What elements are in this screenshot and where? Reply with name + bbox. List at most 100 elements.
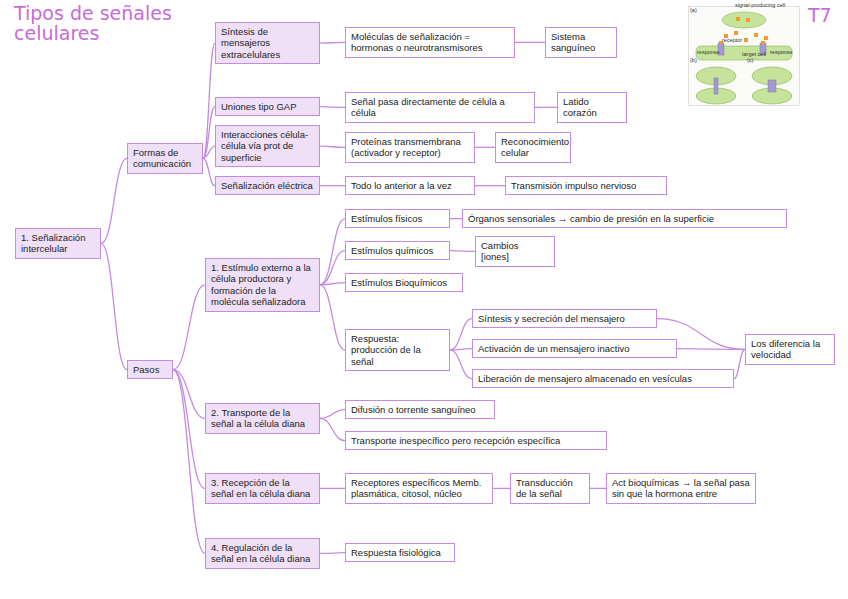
figure-label: (c) [747, 58, 753, 64]
branch-line [515, 42, 545, 43]
concept-box: Síntesis y secreción del mensajero [472, 309, 657, 328]
branch-box: Formas de comunicación [127, 143, 203, 174]
branch-line [493, 488, 510, 489]
branch-line [320, 283, 345, 285]
branch-box: 1. Estímulo externo a la célula producto… [205, 258, 320, 312]
branch-line [475, 185, 505, 186]
branch-line [450, 250, 475, 252]
diagram-title: Tipos de señales celulares [14, 4, 184, 44]
box-text: 2. Transporte de la señal a la célula di… [211, 407, 314, 430]
branch-line [203, 146, 215, 158]
box-text: Estímulos químicos [351, 245, 444, 256]
branch-line [320, 410, 345, 419]
concept-box: Estímulos Bioquímicos [345, 273, 463, 292]
box-text: 3. Recepción de la señal en la célula di… [211, 477, 314, 500]
concept-box: Moléculas de señalización = hormonas o n… [345, 27, 515, 58]
box-text: Reconocimiento celular [501, 136, 565, 159]
box-text: Síntesis y secreción del mensajero [478, 313, 651, 324]
topic-number: T7 [808, 6, 832, 25]
box-text: Señal pasa directamente de célula a célu… [351, 96, 529, 119]
box-text: Transporte inespecífico pero recepción e… [351, 435, 601, 446]
figure-label: response [770, 50, 793, 56]
branch-line [320, 42, 345, 44]
branch-box: Señalización eléctrica [215, 176, 320, 195]
branch-line [101, 243, 127, 369]
branch-line [173, 370, 205, 554]
branch-line [450, 218, 462, 219]
concept-box: Act bioquímicas → la señal pasa sin que … [606, 473, 756, 504]
box-text: Act bioquímicas → la señal pasa sin que … [612, 477, 750, 500]
concept-box: Transmisión impulso nervioso [505, 176, 667, 195]
concept-box: Estímulos químicos [345, 241, 450, 260]
box-text: 4. Regulación de la señal en la célula d… [211, 542, 314, 565]
branch-box: Interacciones célula-célula vía prot de … [215, 125, 320, 167]
concept-box: Sistema sanguíneo [545, 27, 617, 58]
box-text: Todo lo anterior a la vez [351, 180, 469, 191]
branch-line [734, 349, 745, 378]
branch-box: 1. Señalización intercelular [15, 228, 101, 259]
branch-line [320, 185, 345, 186]
concept-box: Proteínas transmembrana (activador y rec… [345, 132, 475, 163]
branch-line [590, 488, 606, 489]
branch-box: Uniones tipo GAP [215, 97, 320, 116]
branch-line [320, 219, 345, 285]
concept-box: Receptores específicos Memb. plasmática,… [345, 473, 493, 504]
concept-box: Transducción de la señal [510, 473, 590, 504]
box-text: Activación de un mensajero inactivo [478, 343, 671, 354]
box-text: Síntesis de mensajeros extracelulares [221, 26, 314, 60]
figure-label: signal-producing cell [735, 3, 785, 9]
branch-line [101, 158, 127, 243]
concept-box: Todo lo anterior a la vez [345, 176, 475, 195]
branch-line [173, 370, 205, 489]
concept-box: Liberación de mensajero almacenado en ve… [472, 369, 734, 388]
concept-box: Órganos sensoriales → cambio de presión … [462, 209, 787, 228]
box-text: Transmisión impulso nervioso [511, 180, 661, 191]
branch-line [203, 107, 215, 159]
box-text: Uniones tipo GAP [221, 101, 314, 112]
box-text: Liberación de mensajero almacenado en ve… [478, 373, 728, 384]
box-text: 1. Señalización intercelular [21, 232, 95, 255]
branch-box: 3. Recepción de la señal en la célula di… [205, 473, 320, 504]
box-text: Proteínas transmembrana (activador y rec… [351, 136, 469, 159]
concept-box: Reconocimiento celular [495, 132, 571, 163]
box-text: Los diferencia la velocidad [751, 338, 829, 361]
branch-line [173, 285, 205, 370]
concept-box: Transporte inespecífico pero recepción e… [345, 431, 607, 450]
branch-box: Pasos [127, 360, 173, 379]
figure-label: (b) [690, 58, 697, 64]
branch-line [320, 251, 345, 285]
concept-box: Cambios [iones] [475, 236, 555, 267]
box-text: Formas de comunicación [133, 147, 197, 170]
figure-label: (a) [690, 8, 697, 14]
branch-line [535, 107, 557, 108]
branch-line [677, 348, 745, 350]
branch-line [320, 146, 345, 147]
branch-box: 2. Transporte de la señal a la célula di… [205, 403, 320, 434]
branch-line [320, 552, 345, 554]
branch-box: 4. Regulación de la señal en la célula d… [205, 538, 320, 569]
box-text: Señalización eléctrica [221, 180, 314, 191]
concept-box: Estímulos físicos [345, 209, 450, 228]
branch-line [320, 285, 345, 350]
box-text: Respuesta: producción de la señal [351, 333, 444, 367]
branch-line [450, 349, 472, 350]
branch-line [320, 106, 345, 108]
branch-line [203, 158, 215, 185]
box-text: Órganos sensoriales → cambio de presión … [468, 213, 781, 224]
figure-label: response [697, 50, 720, 56]
concept-box: Respuesta: producción de la señal [345, 329, 450, 371]
box-text: Pasos [133, 364, 167, 375]
branch-line [450, 350, 472, 379]
figure-label: target cell [742, 52, 766, 58]
box-text: Difusión o torrente sanguíneo [351, 404, 489, 415]
box-text: Sistema sanguíneo [551, 31, 611, 54]
branch-line [203, 43, 215, 158]
concept-box: Respuesta fisiológica [345, 543, 455, 562]
box-text: Transducción de la señal [516, 477, 584, 500]
concept-box: Señal pasa directamente de célula a célu… [345, 92, 535, 123]
box-text: Interacciones célula-célula vía prot de … [221, 129, 314, 163]
concept-box: Difusión o torrente sanguíneo [345, 400, 495, 419]
box-text: Receptores específicos Memb. plasmática,… [351, 477, 487, 500]
box-text: Latido corazón [563, 96, 621, 119]
box-text: 1. Estímulo externo a la célula producto… [211, 262, 314, 308]
